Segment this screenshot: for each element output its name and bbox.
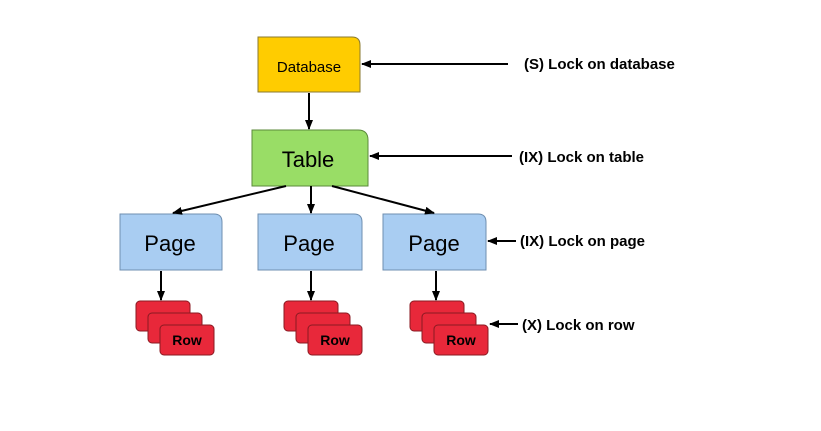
page-node: Page	[119, 213, 223, 271]
page-node-shape	[119, 213, 223, 271]
annotation-table: (IX) Lock on table	[519, 149, 644, 166]
row-card-front	[433, 324, 489, 356]
page-node-shape	[257, 213, 363, 271]
row-card-front	[159, 324, 215, 356]
row-stack: Row	[283, 300, 363, 356]
row-label: Row	[320, 332, 350, 348]
row-card-front	[307, 324, 363, 356]
page-node-shape	[382, 213, 487, 271]
arrow-table-to-page-left	[172, 185, 287, 215]
page-node-label: Page	[283, 231, 334, 256]
database-node-shape	[257, 36, 361, 93]
table-node-shape	[251, 129, 369, 187]
arrow-table-to-page-right	[331, 185, 435, 215]
database-node: Database	[257, 36, 361, 93]
annotation-row: (X) Lock on row	[522, 317, 635, 334]
row-label: Row	[446, 332, 476, 348]
annotation-page: (IX) Lock on page	[520, 233, 645, 250]
annotation-database: (S) Lock on database	[524, 56, 675, 73]
page-node: Page	[257, 213, 363, 271]
row-label: Row	[172, 332, 202, 348]
page-node: Page	[382, 213, 487, 271]
page-node-label: Page	[408, 231, 459, 256]
row-stack: Row	[409, 300, 489, 356]
table-node: Table	[251, 129, 369, 187]
page-node-label: Page	[144, 231, 195, 256]
database-node-label: Database	[277, 59, 341, 76]
row-stack: Row	[135, 300, 215, 356]
table-node-label: Table	[282, 147, 335, 172]
